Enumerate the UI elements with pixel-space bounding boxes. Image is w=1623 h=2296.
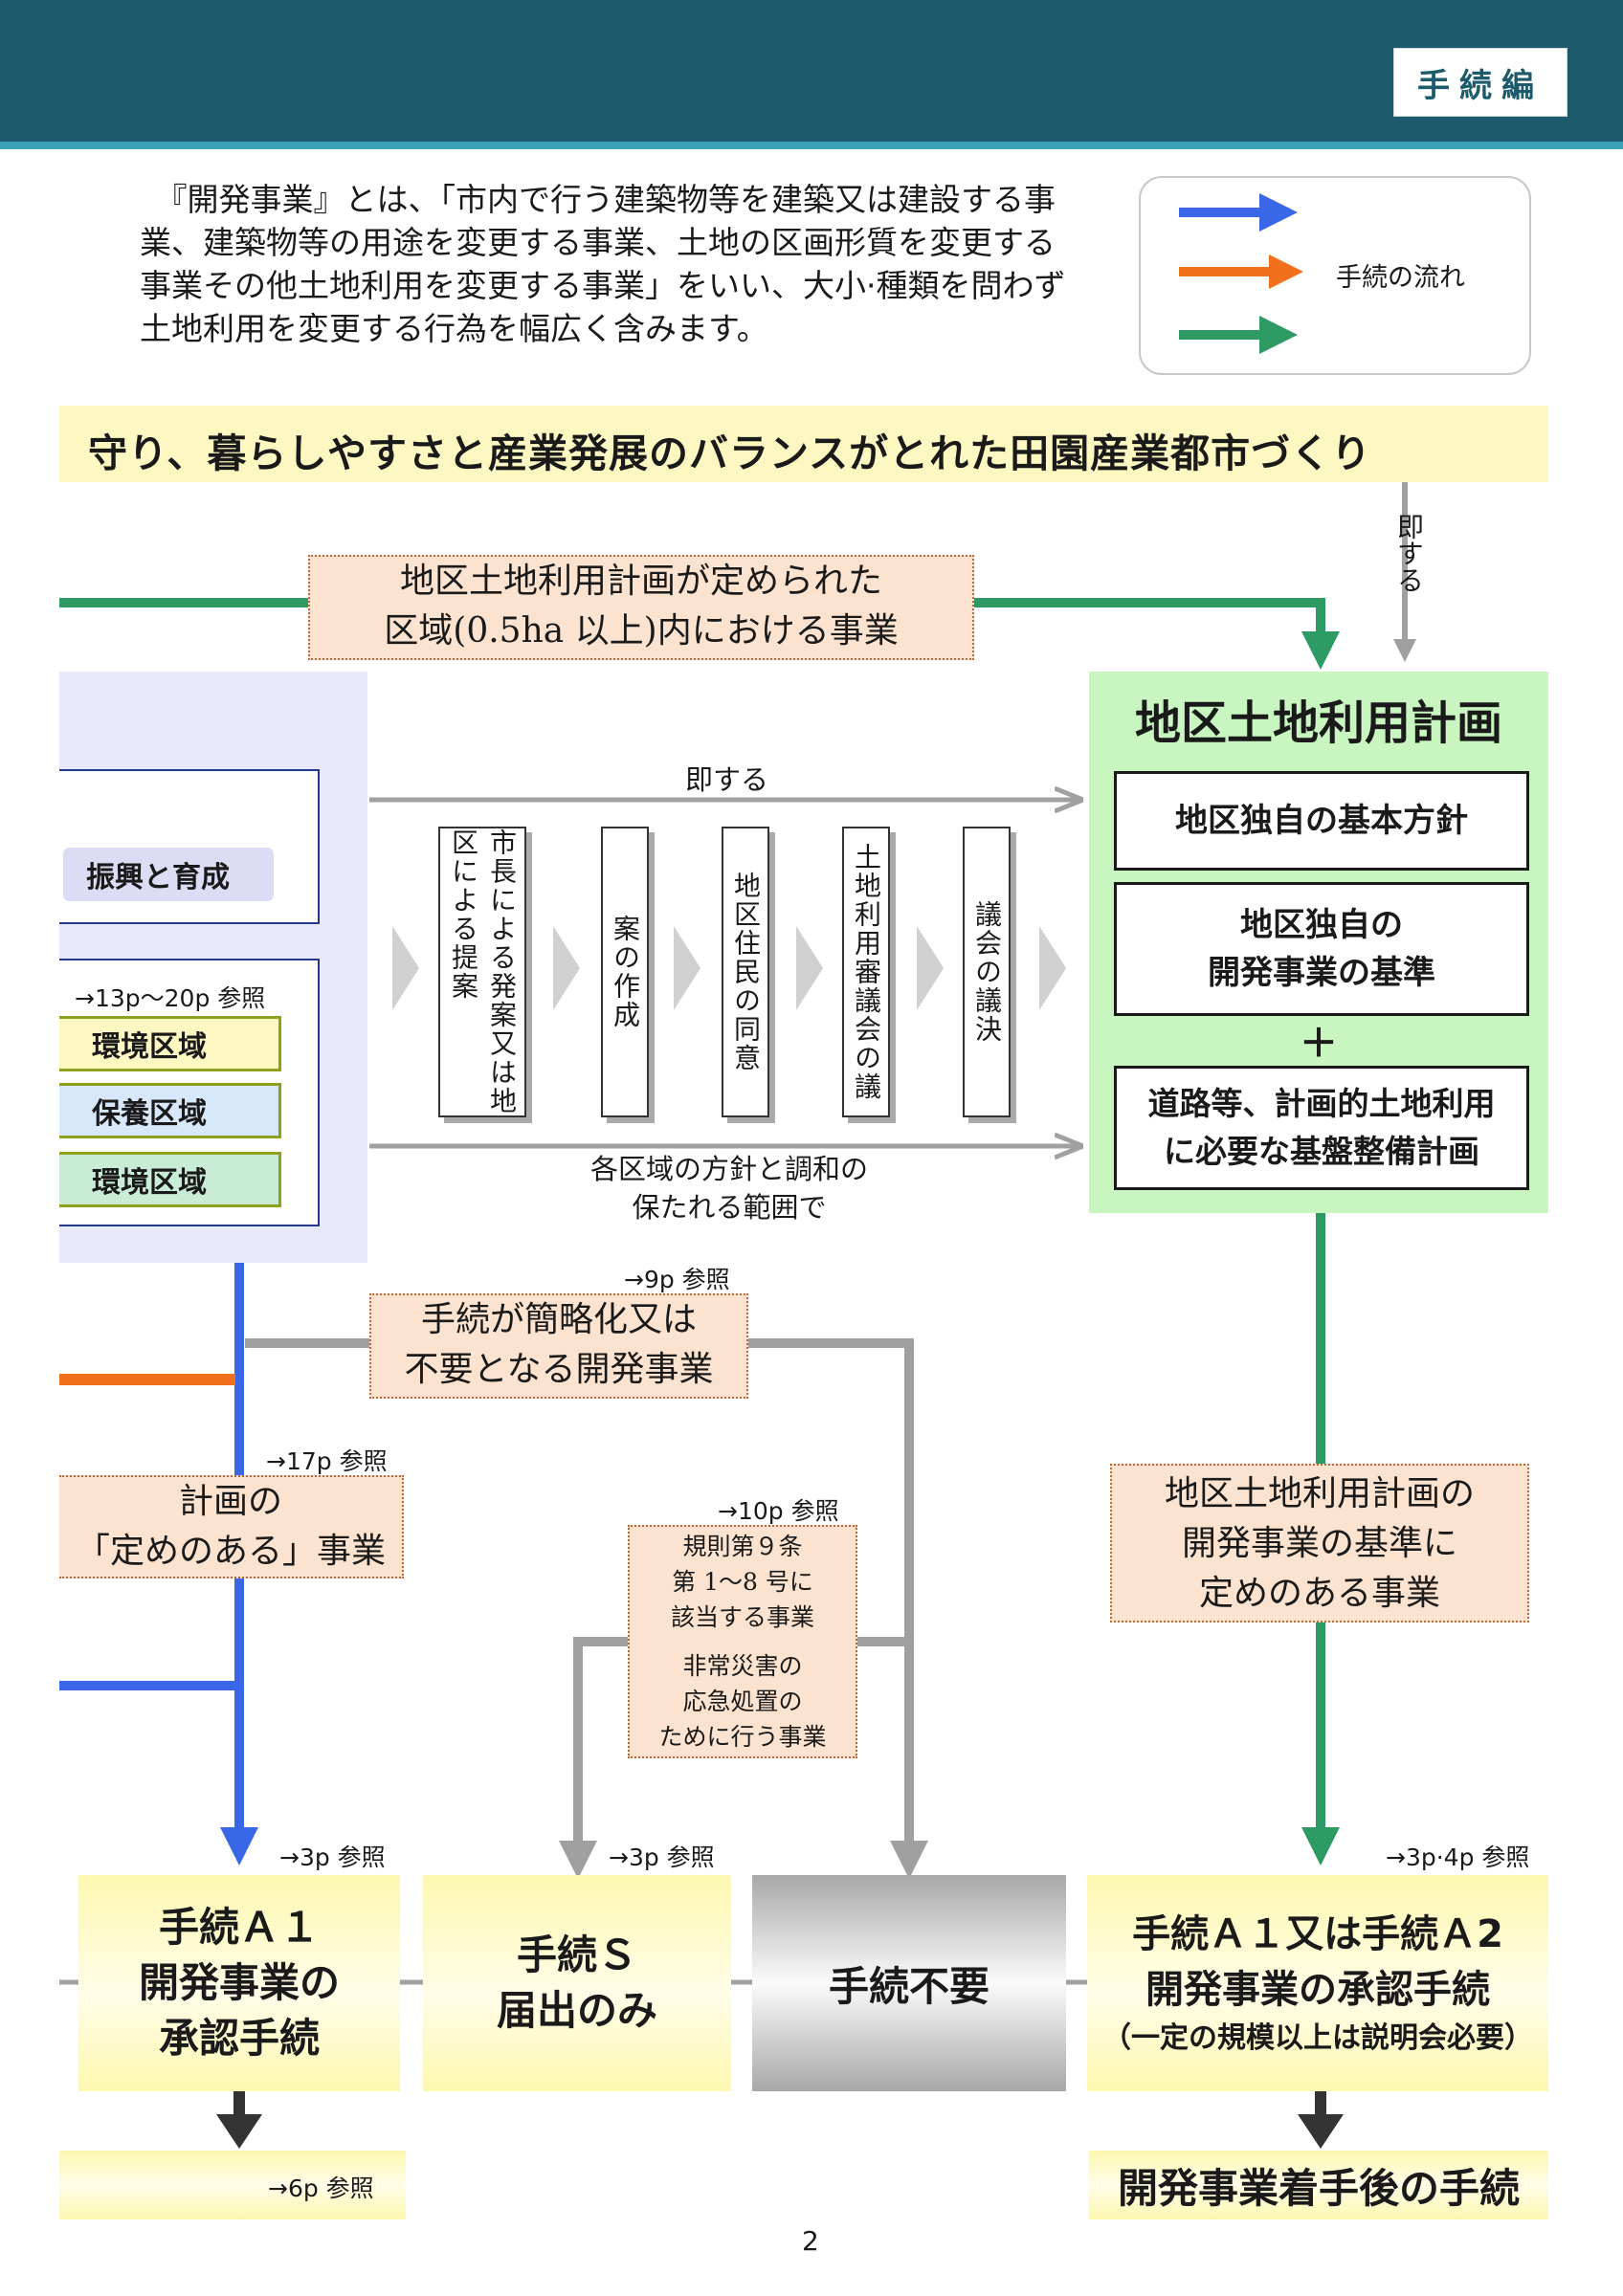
note-line: 第 1～8 号に [672,1568,813,1596]
proc-line: 開発事業の [138,1959,340,2006]
note-rule-disaster: 規則第９条 第 1～8 号に 該当する事業 非常災害の 応急処置の ために行う事… [628,1525,857,1758]
step-draft: 案の作成 [601,827,649,1117]
simplified-ref: →9p 参照 [624,1266,730,1293]
chevron-3 [674,926,700,1010]
note-planned: 計画の 「定めのある」事業 [59,1475,404,1578]
note-plan-standard: 地区土地利用計画の 開発事業の基準に 定めのある事業 [1110,1464,1529,1623]
zones-ref: →13p～20p 参照 [75,984,266,1012]
page-number: 2 [802,2225,819,2257]
harmony-label: 各区域の方針と調和の 保たれる範囲で [542,1150,917,1226]
intro-text: 『開発事業』とは、「市内で行う建築物等を建築又は建設する事 業、建築物等の用途を… [140,178,1116,350]
chevron-5 [917,926,944,1010]
after-start-procedure: 開発事業着手後の手続 [1089,2151,1548,2219]
step-council-deliberation: 土地利用審議会の議 [842,827,890,1117]
proc-line: 手続不要 [828,1962,989,2010]
proc-line: 手続Ｓ [516,1932,637,1978]
bottom-left-bar [59,2151,406,2219]
promotion-label: 振興と育成 [63,848,274,901]
note-line: 地区土地利用計画が定められた [399,562,882,601]
header-accent-line [0,142,1623,149]
chevron-6 [1039,926,1066,1010]
proc-line: 承認手続 [158,2015,320,2062]
note-line: 「定めのある」事業 [75,1532,386,1571]
plus-sign: ＋ [1300,1022,1338,1066]
intro-line: 土地利用を変更する行為を幅広く含みます。 [140,310,768,347]
note-line: 地区土地利用計画の [1164,1474,1475,1513]
intro-line: 業、建築物等の用途を変更する事業、土地の区画形質を変更する [140,224,1056,261]
plan-standard-line: 開発事業の基準 [1208,954,1435,992]
plan-infra-line: に必要な基盤整備計画 [1164,1133,1479,1170]
proc-line: 開発事業の承認手続 [1145,1968,1490,2012]
proc-line: 届出のみ [496,1987,657,2034]
proc-a1-ref: →3p 参照 [279,1843,386,1871]
intro-line: 『開発事業』とは、「市内で行う建築物等を建築又は建設する事 [140,181,1056,218]
vision-banner [59,406,1548,482]
proc-a1a2-ref: →3p·4p 参照 [1386,1843,1530,1871]
note-line: 不要となる開発事業 [404,1350,714,1389]
note-line: 開発事業の基準に [1181,1524,1457,1563]
step-resident-consent: 地区住民の同意 [722,827,769,1117]
bottom-ref: →6p 参照 [268,2175,374,2202]
note-simplified: 手続が簡略化又は 不要となる開発事業 [369,1293,748,1399]
header-bar [0,0,1623,142]
note-line: 手続が簡略化又は [420,1300,697,1339]
note-line: 該当する事業 [670,1603,814,1631]
chevron-1 [392,926,419,1010]
note-line: 計画の [178,1482,282,1521]
zone-kankyo-1: 環境区域 [59,1016,281,1071]
harmony-line: 保たれる範囲で [632,1191,827,1224]
note-line: 定めのある事業 [1198,1574,1440,1613]
note-line: 規則第９条 [682,1533,803,1560]
step-proposal: 市長による発案又は地区による提案 [438,827,526,1117]
sokusuru-vertical-label: 即する [1393,513,1425,593]
note-district-area: 地区土地利用計画が定められた 区域(0.5ha 以上)内における事業 [308,555,974,660]
plan-infra-line: 道路等、計画的土地利用 [1147,1085,1496,1122]
plan-standard-box: 地区独自の 開発事業の基準 [1114,882,1529,1016]
note-line: 応急処置の [682,1688,803,1715]
proc-s-box: 手続Ｓ 届出のみ [423,1875,731,2091]
plan-policy-box: 地区独自の基本方針 [1114,771,1529,871]
rule-ref: →10p 参照 [718,1497,839,1525]
proc-line: 手続Ａ１又は手続Ａ2 [1132,1912,1503,1956]
section-tag: 手続編 [1393,48,1567,117]
chevron-2 [553,926,580,1010]
proc-line: 手続Ａ１ [158,1904,320,1951]
note-line: 区域(0.5ha 以上)内における事業 [384,611,899,651]
legend-arrowhead-orange [1269,254,1303,289]
legend-label: 手続の流れ [1336,263,1465,293]
proc-s-ref: →3p 参照 [609,1843,715,1871]
note-line: ために行う事業 [658,1723,827,1751]
proc-none-box: 手続不要 [752,1875,1066,2091]
plan-infra-box: 道路等、計画的土地利用 に必要な基盤整備計画 [1114,1066,1529,1190]
zone-kankyo-2: 環境区域 [59,1152,281,1207]
district-plan-title: 地区土地利用計画 [1134,696,1502,750]
plan-standard-line: 地区独自の [1240,906,1403,944]
proc-note: （一定の規模以上は説明会必要） [1102,2021,1533,2055]
down-arrowhead-a1 [216,2114,262,2149]
planned-ref: →17p 参照 [266,1447,388,1475]
harmony-line: 各区域の方針と調和の [589,1153,868,1185]
step-assembly-resolution: 議会の議決 [963,827,1011,1117]
sokusuru-label: 即する [685,763,769,796]
chevron-4 [796,926,823,1010]
proc-a1-box: 手続Ａ１ 開発事業の 承認手続 [78,1875,400,2091]
zone-hoyo: 保養区域 [59,1083,281,1138]
proc-a1a2-box: 手続Ａ１又は手続Ａ2 開発事業の承認手続 （一定の規模以上は説明会必要） [1087,1875,1548,2091]
down-arrowhead-a2 [1298,2114,1344,2149]
vision-banner-text: 守り、暮らしやすさと産業発展のバランスがとれた田園産業都市づくり [88,430,1372,476]
note-line: 非常災害の [682,1652,803,1680]
intro-line: 事業その他土地利用を変更する事業」をいい、大小·種類を問わず [140,267,1066,304]
